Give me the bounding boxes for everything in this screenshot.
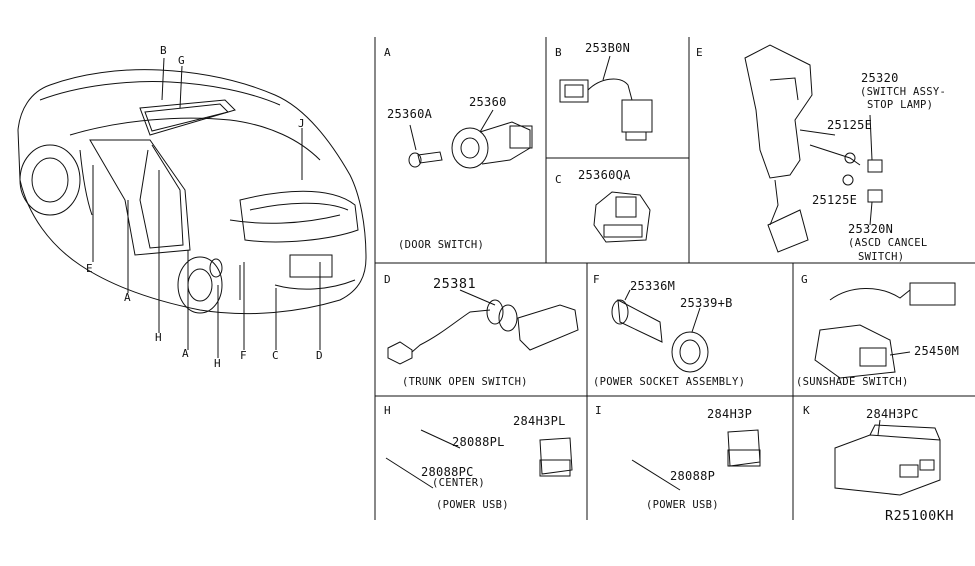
panel-i-letter: I: [595, 404, 603, 417]
part-25320n-desc2: SWITCH): [858, 251, 905, 263]
panel-h-caption: (POWER USB): [436, 499, 509, 511]
part-25320-desc1: (SWITCH ASSY-: [860, 86, 947, 98]
door-switch-drawing: [408, 109, 533, 169]
part-25360: 25360: [469, 95, 507, 109]
usb-k-drawing: [834, 419, 941, 496]
part-25450m: 25450M: [914, 344, 960, 358]
switch-25360qa-drawing: [593, 191, 651, 243]
panel-f-caption: (POWER SOCKET ASSEMBLY): [593, 376, 746, 388]
panel-h-letter: H: [384, 404, 392, 417]
part-28088pl: 28088PL: [452, 435, 505, 449]
panel-grid: [374, 37, 975, 520]
car-callout-b: B: [160, 44, 168, 57]
panel-g-caption: (SUNSHADE SWITCH): [796, 376, 909, 388]
car-callout-d: D: [316, 349, 324, 362]
panel-i-caption: (POWER USB): [646, 499, 719, 511]
part-25320n: 25320N: [848, 222, 894, 236]
car-callout-a2: A: [182, 347, 190, 360]
car-callout-j: J: [298, 117, 306, 130]
trunk-switch-drawing: [387, 289, 579, 365]
part-28088pc: 28088PC: [421, 465, 474, 479]
pedal-assembly-drawing: [744, 44, 883, 253]
part-25360qa: 25360QA: [578, 168, 631, 182]
part-284h3pl: 284H3PL: [513, 414, 566, 428]
car-callout-h2: H: [214, 357, 222, 370]
part-25381: 25381: [433, 276, 477, 292]
panel-e-letter: E: [696, 46, 704, 59]
part-25360a: 25360A: [387, 107, 433, 121]
part-253b0n: 253B0N: [585, 41, 631, 55]
panel-f-letter: F: [593, 273, 601, 286]
panel-d-caption: (TRUNK OPEN SWITCH): [402, 376, 528, 388]
car-callout-h1: H: [155, 331, 163, 344]
part-25339b: 25339+B: [680, 296, 733, 310]
panel-g-letter: G: [801, 273, 809, 286]
part-25336m: 25336M: [630, 279, 676, 293]
car-callout-g: G: [178, 54, 186, 67]
part-25320-desc2: STOP LAMP): [867, 99, 934, 111]
car-callout-f: F: [240, 349, 248, 362]
part-284h3p: 284H3P: [707, 407, 753, 421]
car-callout-c: C: [272, 349, 280, 362]
car-callout-e: E: [86, 262, 94, 275]
power-socket-drawing: [611, 289, 709, 373]
panel-a-letter: A: [384, 46, 392, 59]
usb-i-drawing: [631, 429, 761, 491]
part-25125e-2: 25125E: [812, 193, 858, 207]
panel-b-letter: B: [555, 46, 563, 59]
diagram-id: R25100KH: [885, 508, 955, 524]
part-25125e-1: 25125E: [827, 118, 873, 132]
usb-h-drawing: [385, 429, 573, 489]
panel-d-letter: D: [384, 273, 392, 286]
part-25320n-desc1: (ASCD CANCEL: [848, 237, 928, 249]
part-28088pc-desc: (CENTER): [432, 477, 485, 489]
car-callout-a1: A: [124, 291, 132, 304]
harness-253b0n-drawing: [559, 55, 653, 141]
part-25320: 25320: [861, 71, 899, 85]
sunshade-switch-drawing: [814, 282, 956, 379]
panel-k-letter: K: [803, 404, 811, 417]
panel-a-caption: (DOOR SWITCH): [398, 239, 485, 251]
panel-c-letter: C: [555, 173, 563, 186]
part-28088p: 28088P: [670, 469, 716, 483]
part-284h3pc: 284H3PC: [866, 407, 919, 421]
car-drawing: [17, 57, 367, 358]
